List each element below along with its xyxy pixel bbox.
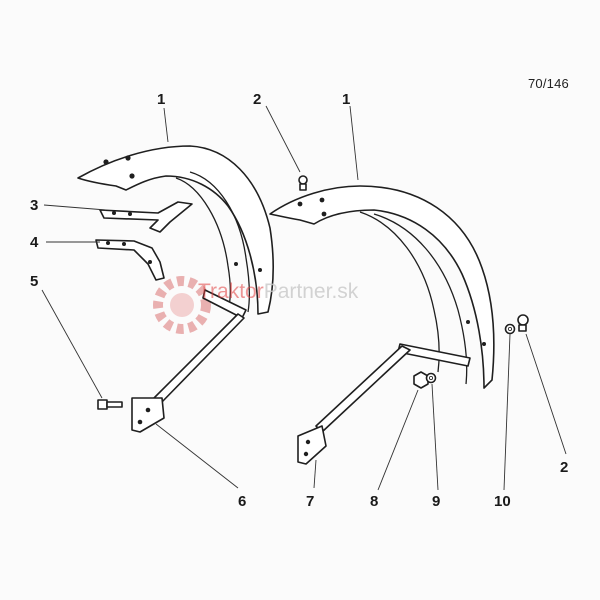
- callout-3: 3: [30, 197, 38, 214]
- callout-1-left: 1: [157, 91, 165, 108]
- bracket-4: [95, 239, 165, 281]
- callout-10: 10: [494, 493, 511, 510]
- screw-2-right: [517, 314, 529, 332]
- right-fender-stay: [297, 343, 471, 465]
- washer-10: [504, 323, 516, 335]
- watermark-part-b: Partner.sk: [264, 280, 359, 303]
- page-reference: 70/146: [528, 76, 569, 91]
- left-fender-stay: [131, 289, 247, 433]
- callout-2-top: 2: [253, 91, 261, 108]
- callout-6: 6: [238, 493, 246, 510]
- callout-2-right: 2: [560, 459, 568, 476]
- watermark-text: TraktorPartner.sk: [198, 280, 359, 303]
- callout-1-right: 1: [342, 91, 350, 108]
- bolt-5: [97, 399, 123, 410]
- callout-4: 4: [30, 234, 39, 251]
- watermark-part-a: Traktor: [198, 280, 264, 303]
- bracket-3: [99, 201, 193, 233]
- watermark-gear-icon: [153, 276, 211, 334]
- leader-lines: [41, 105, 567, 491]
- left-fender: [77, 145, 274, 315]
- callout-7: 7: [306, 493, 314, 510]
- callout-9: 9: [432, 493, 440, 510]
- washer-9: [425, 372, 437, 384]
- screw-2-top: [298, 175, 308, 191]
- callout-8: 8: [370, 493, 378, 510]
- callout-5: 5: [30, 273, 38, 290]
- nut-8: [413, 371, 429, 389]
